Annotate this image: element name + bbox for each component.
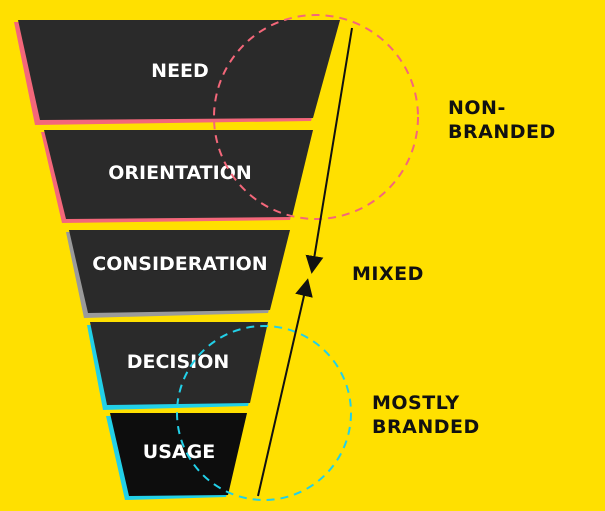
non-branded-label: NON- BRANDED xyxy=(448,97,556,143)
non-branded-dashed-circle xyxy=(213,14,419,220)
funnel-stage-need: NEED xyxy=(14,20,340,125)
stage-shape-decision xyxy=(90,322,268,405)
funnel-stage-decision: DECISION xyxy=(87,322,268,410)
down-arrow xyxy=(305,27,353,274)
stage-shape-need xyxy=(18,20,340,120)
mostly-branded-label: MOSTLY BRANDED xyxy=(372,392,480,438)
funnel-stage-usage: USAGE xyxy=(106,413,247,500)
funnel-stage-consideration: CONSIDERATION xyxy=(66,230,290,318)
funnel-stage-orientation: ORIENTATION xyxy=(41,130,313,223)
up-arrow xyxy=(257,278,313,497)
stage-shape-orientation xyxy=(44,130,313,219)
stage-label-decision: DECISION xyxy=(127,351,230,373)
stage-label-need: NEED xyxy=(151,60,209,82)
mixed-label: MIXED xyxy=(352,263,424,285)
stage-label-usage: USAGE xyxy=(143,441,215,463)
stage-label-consideration: CONSIDERATION xyxy=(92,253,267,275)
stage-shape-usage xyxy=(110,413,247,496)
mostly-branded-dashed-circle xyxy=(176,325,352,501)
stage-shape-consideration xyxy=(69,230,290,313)
stage-label-orientation: ORIENTATION xyxy=(108,162,252,184)
